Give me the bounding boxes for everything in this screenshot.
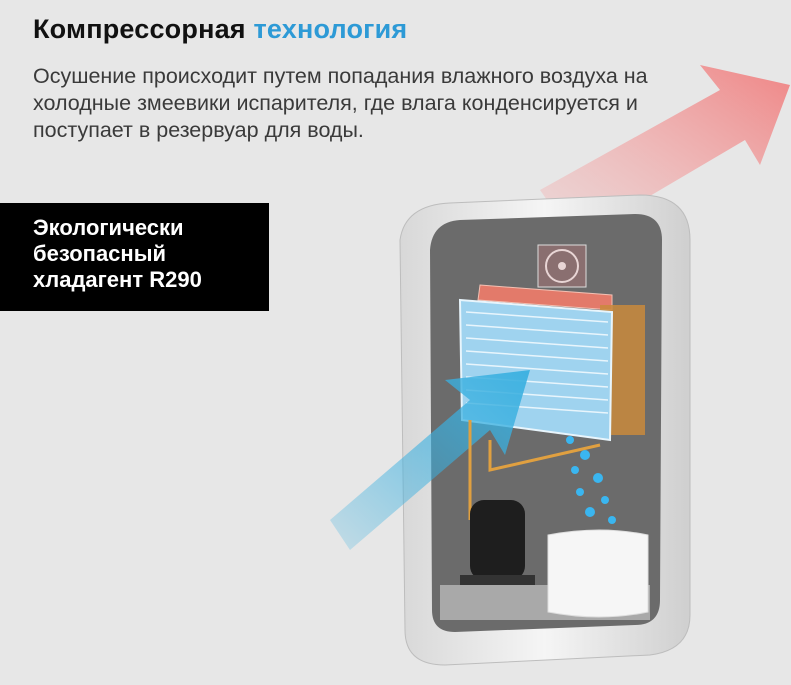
water-tank bbox=[547, 529, 649, 618]
badge-line-3: хладагент R290 bbox=[33, 267, 202, 292]
page-title: Компрессорная технология bbox=[33, 14, 407, 45]
compressor bbox=[470, 500, 525, 580]
refrigerant-badge: Экологически безопасный хладагент R290 bbox=[0, 203, 269, 311]
badge-line-2: безопасный bbox=[33, 241, 167, 266]
badge-line-1: Экологически bbox=[33, 215, 184, 240]
title-main: Компрессорная bbox=[33, 14, 246, 44]
title-accent: технология bbox=[253, 14, 408, 44]
description: Осушение происходит путем попадания влаж… bbox=[33, 64, 648, 142]
cold-air-arrow bbox=[330, 370, 530, 550]
